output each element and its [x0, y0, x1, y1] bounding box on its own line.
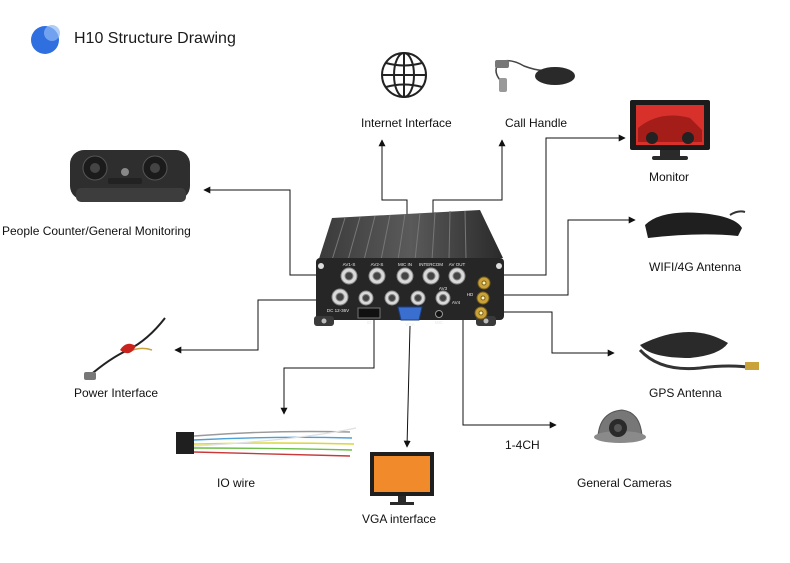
antenna-connectors	[474, 276, 491, 320]
label-power-interface: Power Interface	[74, 386, 159, 400]
diagram-title: H10 Structure Drawing	[74, 30, 236, 47]
globe-icon	[381, 52, 427, 98]
label-wifi-4g-antenna: WIFI/4G Antenna	[649, 260, 742, 274]
io-port	[357, 307, 381, 319]
arrow-gps	[484, 311, 615, 357]
label-monitor: Monitor	[649, 170, 690, 184]
label-people-counter: People Counter/General Monitoring	[2, 224, 191, 238]
arrow-io	[280, 318, 375, 415]
device-ribs	[331, 210, 467, 261]
power-cable-icon	[84, 317, 166, 380]
logo-icon	[31, 25, 60, 54]
monitor-icon	[630, 100, 710, 160]
label-internet-interface: Internet Interface	[361, 116, 452, 130]
bottom-port-row	[331, 288, 451, 306]
wifi-antenna-icon	[645, 210, 746, 238]
arrow-vga	[403, 325, 411, 448]
arrow-power	[174, 299, 338, 354]
arrow-cameras	[462, 320, 557, 429]
label-io-wire: IO wire	[217, 476, 256, 490]
arrow-monitor	[496, 134, 626, 276]
label-call-handle: Call Handle	[505, 116, 568, 130]
arrow-people-counter	[203, 186, 316, 276]
top-port-row	[340, 267, 466, 285]
vga-monitor-icon	[370, 452, 434, 505]
vga-port	[397, 306, 423, 321]
gps-antenna-icon	[638, 331, 759, 371]
label-channels: 1-4CH	[505, 438, 540, 452]
label-general-cameras: General Cameras	[577, 476, 672, 490]
call-handle-icon	[495, 59, 575, 92]
label-vga-interface: VGA interface	[362, 512, 437, 526]
people-counter-icon	[70, 150, 190, 202]
label-gps-antenna: GPS Antenna	[649, 386, 722, 400]
io-wire-icon	[176, 427, 357, 457]
h10-device	[314, 210, 504, 326]
dome-camera-icon	[594, 409, 646, 443]
arrow-wifi	[482, 216, 636, 296]
mic-jack	[435, 310, 443, 318]
